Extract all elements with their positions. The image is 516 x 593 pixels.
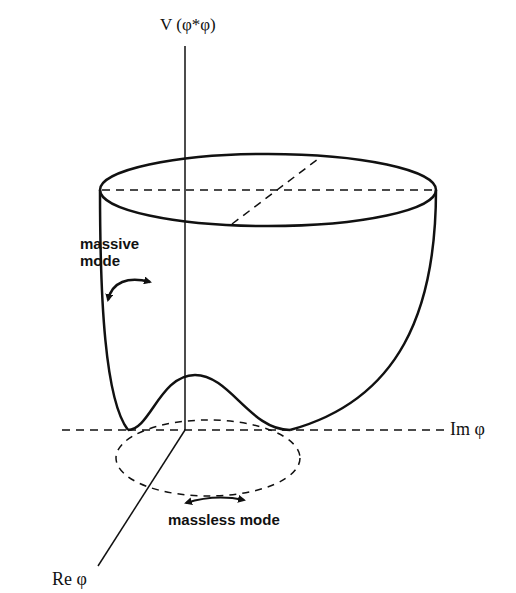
v-axis [184,46,186,430]
axis-label: Im φ [450,420,485,440]
bowl-outline [100,154,436,430]
valley-circle [116,420,300,496]
rim-dashes [102,156,434,224]
im-axis [436,429,444,431]
massive-arrow [108,280,150,300]
massless-arrow [186,498,244,503]
mode-label: massless mode [168,512,280,529]
axis-label: V (φ*φ) [160,16,216,35]
axis-label: Re φ [52,570,87,590]
mode-label: massive mode [80,236,160,269]
im-axis-inner [128,429,436,431]
im-axis-dashed [62,429,128,431]
re-axis [98,430,185,566]
